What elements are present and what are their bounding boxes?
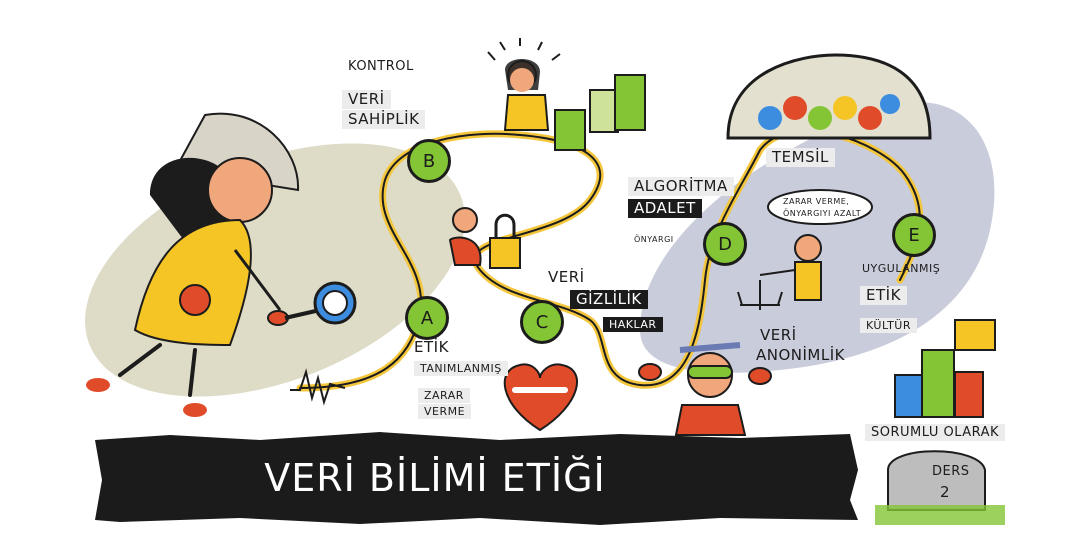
label-uygulanmis: UYGULANMIŞ [862,262,941,275]
heart-handshake [503,363,578,432]
label-sahiplik: SAHİPLİK [342,110,426,129]
city-buildings [894,319,996,418]
label-kontrol: KONTROL [348,59,414,74]
label-etik-applied: ETİK [860,286,907,305]
label-zarar: ZARAR [418,388,470,403]
node-c: C [520,300,564,344]
label-kultur: KÜLTÜR [860,318,917,333]
lesson-stone [875,450,1005,525]
label-haklar: HAKLAR [603,317,663,332]
heartbeat-line [290,368,346,406]
bubble-line-2: ÖNYARGIYI AZALT [783,209,862,218]
node-b: B [407,139,451,183]
label-adalet: ADALET [628,199,702,218]
label-tanimlanmis: TANIMLANMIŞ [414,361,508,376]
detective-figure [86,112,357,417]
label-verme: VERME [418,404,472,419]
node-e: E [892,213,936,257]
label-etik: ETİK [414,338,449,356]
label-temsil: TEMSİL [766,148,835,167]
masked-figure [638,342,772,436]
label-veri-ownership: VERİ [342,90,391,109]
label-ders-number: 2 [940,483,951,501]
page-title: VERİ BİLİMİ ETİĞİ [115,452,755,504]
label-sorumlu: SORUMLU OLARAK [865,424,1006,441]
label-gizlilik: GİZLİLİK [570,290,648,309]
label-veri-privacy: VERİ [548,268,585,286]
label-algoritma: ALGORİTMA [628,177,734,196]
label-ders: DERS [932,464,970,479]
label-anonimlik: ANONİMLİK [756,346,845,364]
node-d: D [703,222,747,266]
lock-figure [448,207,521,269]
justice-figure [737,234,822,310]
node-a: A [405,296,449,340]
crowd-dome [726,53,932,140]
label-onyargi: ÖNYARGI [634,235,674,244]
speech-bubble [767,189,873,225]
bubble-line-1: ZARAR VERME, [783,197,850,206]
journey-path-outline [299,129,921,389]
label-veri-anonymity: VERİ [760,326,797,344]
document-person [487,38,646,151]
